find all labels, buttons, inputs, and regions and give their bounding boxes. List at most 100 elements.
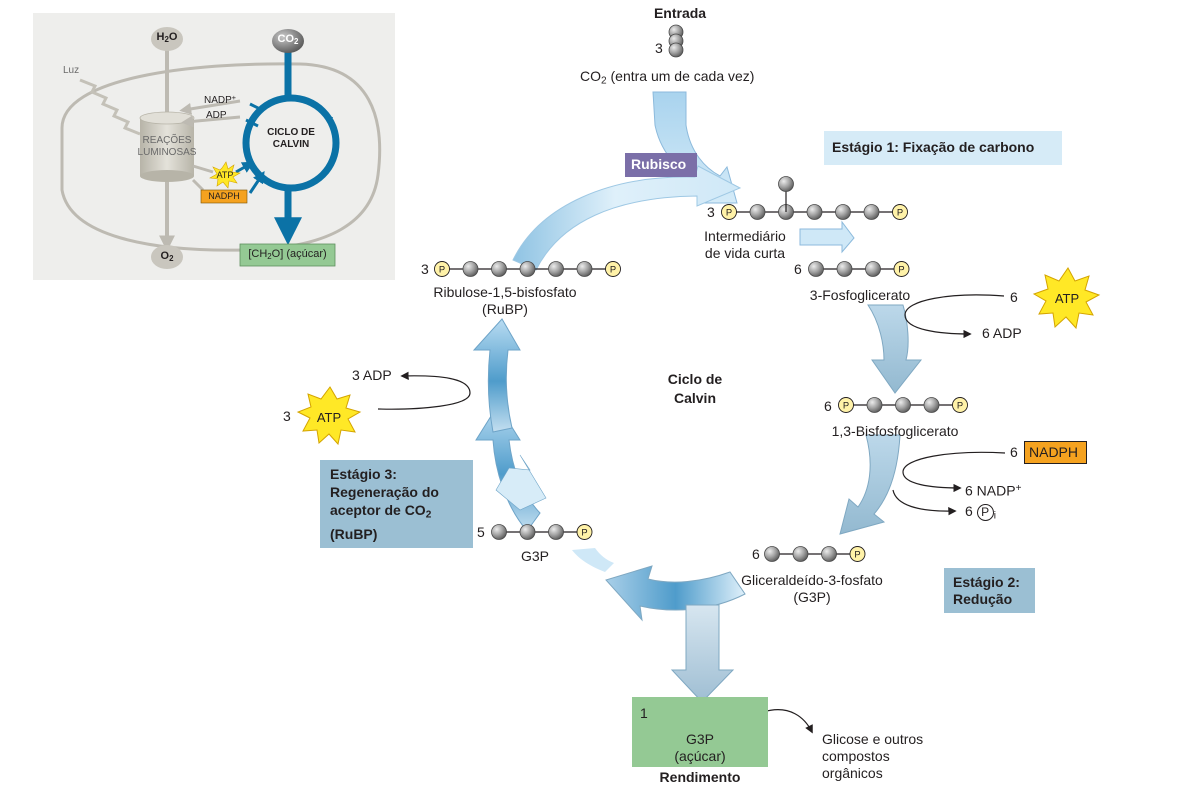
g3p6-label: Gliceraldeído-3-fosfato(G3P) [741, 572, 883, 605]
atp-star-stage3 [296, 386, 362, 446]
g3p5-count: 5 [477, 524, 485, 540]
atp6-count: 6 [1010, 289, 1018, 305]
phosphate-group [605, 261, 621, 277]
adp-return-arrow [181, 115, 241, 128]
g3p5-label: G3P [520, 548, 549, 564]
to-glucose-arrow [762, 709, 813, 734]
bpg-to-g3p-arrow [839, 434, 901, 535]
phosphate-group [892, 204, 908, 220]
oxygen-molecule-icon [151, 245, 183, 269]
carbon-atom [836, 261, 853, 277]
output-label: G3P(açúcar) [674, 731, 726, 764]
inset-nadph-label: NADPH [208, 191, 240, 201]
phosphate-group [952, 397, 968, 413]
inset-atp-star [209, 161, 241, 189]
inset-oxygen-label: O2 [160, 250, 174, 263]
rubp-count: 3 [421, 261, 429, 277]
pi-release-arrow [892, 489, 957, 516]
stage3-label-box: Estágio 3: Regeneração do aceptor de CO2… [320, 460, 473, 548]
atp-out-arrow [192, 164, 214, 174]
nadph-consumption-arrow [902, 451, 1006, 493]
adp6-label: 6 ADP [982, 325, 1022, 341]
inset-water-label: H2O [156, 31, 178, 44]
g3p-to-rubp-arrow-upper [472, 318, 521, 433]
inset-light-label: Luz [63, 65, 80, 76]
phosphate-letter: P [854, 549, 860, 559]
atp-consumption-arrow [904, 294, 1005, 339]
intermediate-to-pga-arrow [799, 220, 855, 254]
input-title: Entrada [653, 5, 707, 21]
phosphate-letter: P [843, 400, 849, 410]
carbon-atom [865, 261, 881, 277]
pga-to-bpg-arrow [867, 304, 923, 394]
light-zigzag [79, 78, 141, 136]
nadph-out-arrow [191, 178, 205, 192]
co2-ball [668, 42, 684, 58]
inset-overview [33, 13, 395, 280]
input-co2-label: CO2 (entra um de cada vez) [580, 68, 755, 87]
light-reactions-cylinder [139, 111, 195, 182]
phosphate-letter: P [898, 264, 904, 274]
stage1-label-box: Estágio 1: Fixação de carbono [824, 131, 1062, 165]
g3p5-molecule: P [491, 524, 593, 540]
phosphate-letter: P [610, 264, 616, 274]
phosphate-group [838, 397, 854, 413]
top-arc-arrow [512, 165, 742, 271]
carbon-atom [491, 524, 507, 540]
carbon-atom [792, 546, 809, 562]
bpg-label: 1,3-Bisfosfoglicerato [831, 423, 959, 439]
carbon-atom [806, 204, 823, 220]
phosphate-group [721, 204, 737, 220]
carbon-atom [866, 397, 883, 413]
atp3-count: 3 [283, 408, 291, 424]
nadph6-count: 6 [1010, 444, 1018, 460]
stage2-label-box: Estágio 2:Redução [944, 568, 1035, 613]
intermediate-count: 3 [707, 204, 715, 220]
phosphate-letter: P [581, 527, 587, 537]
co2-stack [668, 24, 684, 58]
inset-adp-label: ADP [206, 110, 227, 121]
carbon-atom [491, 261, 507, 277]
rubisco-label: Rubisco [625, 153, 697, 177]
phosphate-letter: P [897, 207, 903, 217]
carbon-atom [462, 261, 479, 277]
carbon-atom [519, 524, 536, 540]
phosphate-group [849, 546, 866, 562]
g3p-output-arrow [670, 604, 735, 703]
phosphate-letter: P [957, 400, 963, 410]
carbon-atom [808, 261, 824, 277]
adp3-label: 3 ADP [352, 367, 392, 383]
molecules: PPPPPPPPPP [434, 24, 968, 721]
inset-sugar-box [239, 243, 336, 267]
inset-sugar-label: [CH2O] (açúcar) [248, 248, 327, 261]
inset-atp-label: ATP [216, 170, 234, 180]
input-count: 3 [655, 40, 663, 56]
carbon-atom [548, 261, 564, 277]
phosphate-group [893, 261, 910, 277]
nadp6-label: 6 NADP+ [965, 482, 1022, 499]
carbon-atom [576, 261, 593, 277]
nadp-return-arrow [179, 99, 241, 115]
pga-molecule: P [808, 261, 910, 277]
inset-co2-label: CO2 [277, 33, 299, 46]
g3p6-count: 6 [752, 546, 760, 562]
atp3-label: ATP [316, 410, 342, 425]
carbon-atom [764, 546, 780, 562]
carbon-atom [821, 546, 837, 562]
atp-star-stage2 [1032, 267, 1101, 330]
carbon-atom [519, 261, 536, 277]
carbon-atom [835, 204, 851, 220]
branch-carbon-atom [778, 176, 794, 192]
carbon-atom [923, 397, 940, 413]
phosphate-group [576, 524, 593, 540]
carbon-atom [895, 397, 911, 413]
